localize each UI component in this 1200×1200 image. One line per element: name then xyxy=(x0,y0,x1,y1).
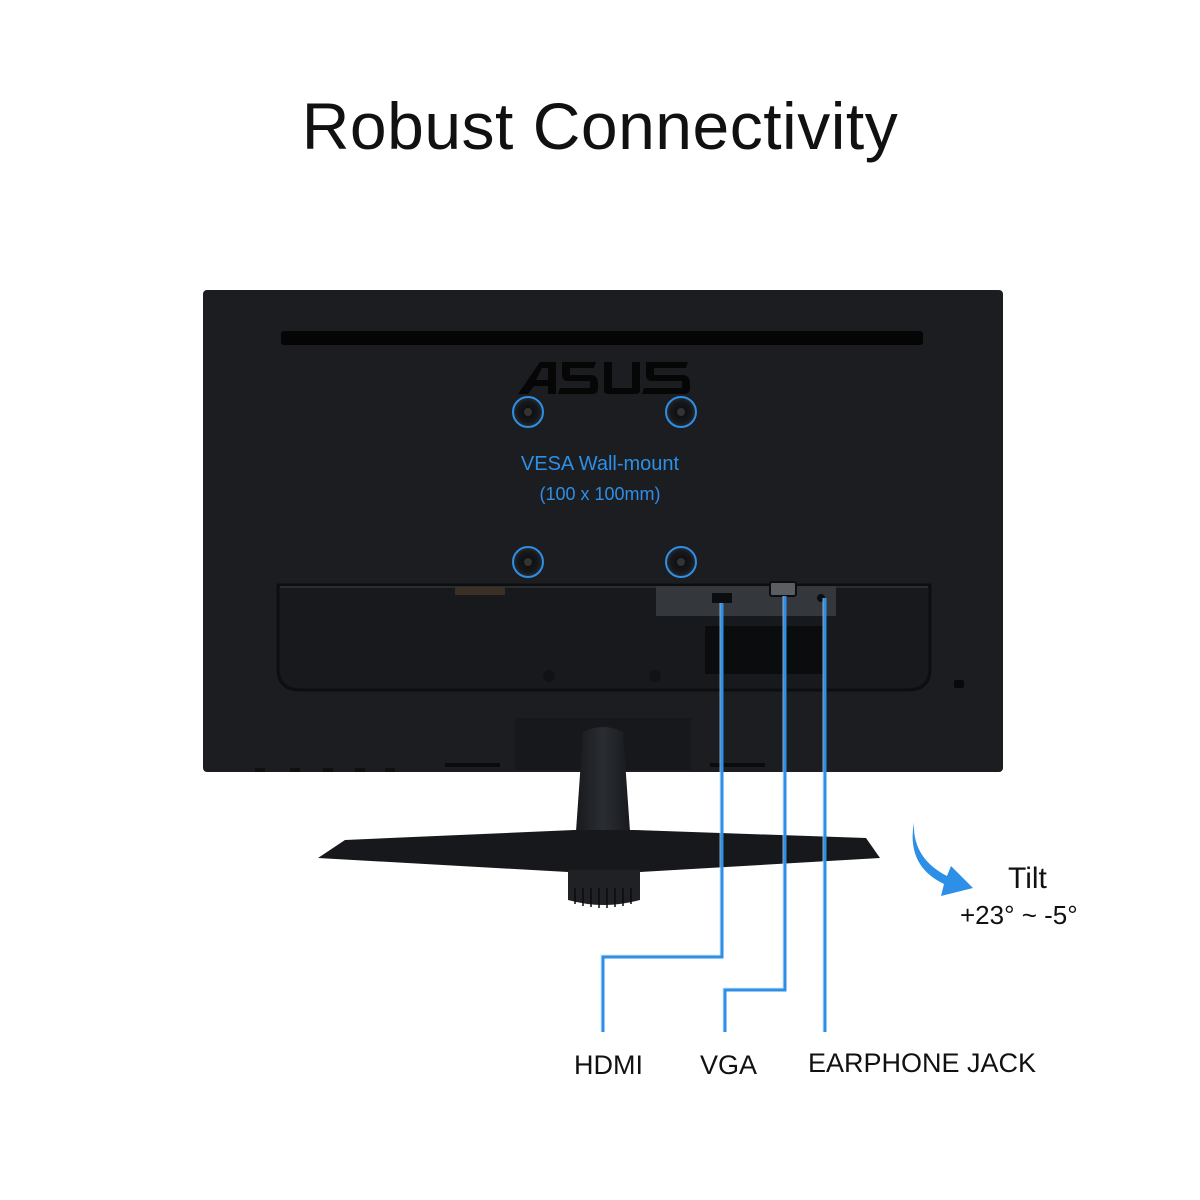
tilt-range: +23° ~ -5° xyxy=(960,900,1078,930)
vesa-title: VESA Wall-mount xyxy=(520,453,680,475)
hdmi-label: HDMI xyxy=(574,1050,643,1080)
vesa-mount-hole xyxy=(665,396,697,428)
asus-logo xyxy=(518,362,690,394)
vesa-mount-hole xyxy=(665,546,697,578)
vesa-mount-hole xyxy=(512,546,544,578)
vesa-dimensions: (100 x 100mm) xyxy=(539,484,661,504)
tilt-label: Tilt xyxy=(1008,862,1047,895)
stand-base xyxy=(318,830,880,872)
vga-label: VGA xyxy=(700,1050,758,1080)
page-title: Robust Connectivity xyxy=(301,89,899,163)
monitor-back xyxy=(203,290,1003,772)
label-plate xyxy=(705,626,823,674)
earphone-jack-label: EARPHONE JACK xyxy=(808,1048,1037,1078)
vga-callout-line xyxy=(723,596,787,1032)
power-connector xyxy=(455,587,505,595)
hdmi-port xyxy=(712,593,732,603)
port-callout-lines xyxy=(601,596,827,1032)
vent-slot xyxy=(281,331,923,345)
bottom-vents xyxy=(445,763,765,767)
port-strip xyxy=(656,586,836,616)
hdmi-callout-line xyxy=(601,603,724,1032)
kensington-lock xyxy=(954,680,964,688)
tilt-arrow-icon xyxy=(912,822,973,896)
control-buttons xyxy=(255,768,395,772)
vga-port xyxy=(769,581,797,597)
vesa-mount-hole xyxy=(512,396,544,428)
